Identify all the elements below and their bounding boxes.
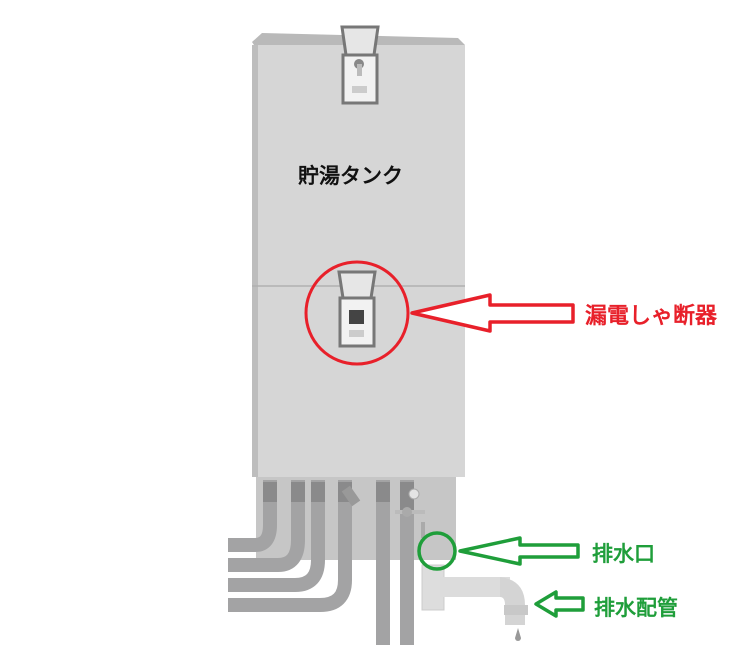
leakage-breaker: [337, 270, 377, 348]
drain-piping: [421, 522, 528, 641]
drain-pipe-label: 排水配管: [594, 596, 678, 620]
drain-outlet-label: 排水口: [592, 542, 655, 566]
connection-pipes: [228, 480, 414, 645]
tank-base: [256, 470, 456, 560]
breaker-highlight-circle: [304, 260, 410, 366]
top-cover-panel: [340, 25, 380, 105]
breaker-arrow: [410, 293, 575, 333]
drain-outlet-highlight-circle: [417, 531, 457, 571]
drain-outlet-arrow: [458, 536, 580, 566]
water-drop-icon: [515, 628, 521, 641]
tank-label: 貯湯タンク: [298, 164, 403, 188]
drain-pipe-arrow: [534, 590, 585, 618]
breaker-label: 漏電しゃ断器: [585, 304, 718, 329]
